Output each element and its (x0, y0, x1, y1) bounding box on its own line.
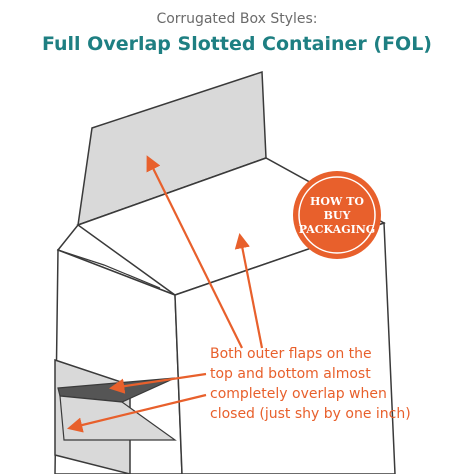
page-title: Full Overlap Slotted Container (FOL) (41, 33, 432, 55)
badge-line-1: HOW TO (310, 195, 364, 208)
subtitle: Corrugated Box Styles: (156, 11, 318, 27)
arrow-to-back-flap (146, 155, 243, 349)
arrow-to-front-flap (234, 232, 264, 349)
badge-line-3: PACKAGING (299, 223, 375, 236)
side-fold-line (57, 249, 161, 289)
bottom-flap-lower (59, 395, 177, 441)
badge-line-2: BUY (324, 209, 351, 222)
callout-line-4: closed (just shy by one inch) (210, 406, 411, 422)
arrow-to-bottom-outer (67, 393, 207, 433)
how-to-buy-packaging-badge: HOW TO BUY PACKAGING (293, 171, 381, 259)
arrow-to-bottom-inner (108, 372, 207, 394)
callout-line-1: Both outer flaps on the (210, 346, 372, 362)
callout-line-2: top and bottom almost (210, 366, 371, 382)
callout-text: Both outer flaps on the top and bottom a… (210, 344, 472, 424)
callout-line-3: completely overlap when (210, 386, 387, 402)
